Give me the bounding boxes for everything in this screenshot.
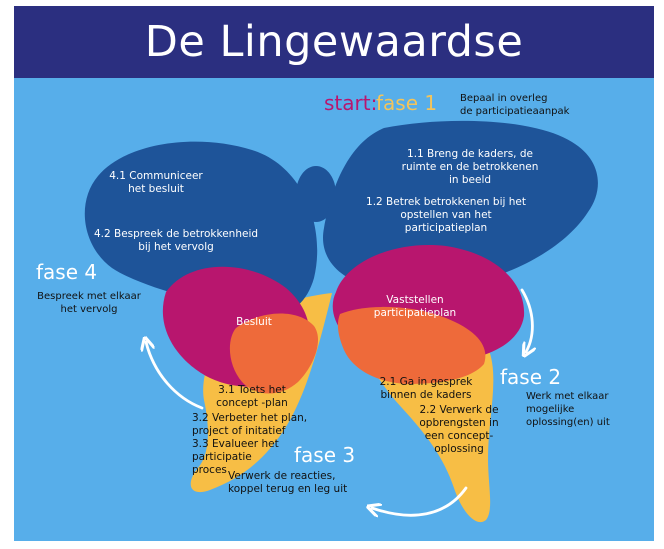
step-1-1: 1.1 Breng de kaders, de ruimte en de bet… (401, 148, 539, 186)
fase1-description: Bepaal in overleg de participatieaanpak (460, 93, 570, 117)
fase3-description: Verwerk de reacties, koppel terug en leg… (228, 470, 348, 495)
arrow-fase3-to-fase4 (146, 342, 204, 410)
step-1-2: 1.2 Betrek betrokkenen bij het opstellen… (366, 196, 526, 234)
fase1-label: fase 1 (376, 91, 438, 115)
step-3-3: 3.3 Evalueer het participatie proces (192, 438, 279, 476)
step-3-1: 3.1 Toets het concept -plan (216, 384, 288, 409)
arrow-fase1-to-fase2 (520, 288, 532, 352)
fase3-label: fase 3 (294, 443, 356, 467)
title-banner: De Lingewaardse participatieaanpak (14, 6, 654, 139)
upper-left-wing (84, 141, 318, 316)
step-3-2: 3.2 Verbeter het plan, project of initat… (192, 412, 308, 437)
fase4-description: Bespreek met elkaar het vervolg (37, 291, 141, 315)
besluit-label: Besluit (236, 316, 272, 328)
start-label: start: (324, 91, 378, 115)
arrow-fase2-to-fase3 (372, 486, 468, 515)
step-2-2: 2.2 Verwerk de opbrengsten in een concep… (419, 404, 499, 455)
fase4-label: fase 4 (36, 260, 98, 284)
butterfly-illustration (84, 120, 598, 523)
upper-right-wing (323, 120, 598, 289)
fase2-label: fase 2 (500, 365, 562, 389)
fase2-description: Werk met elkaar mogelijke oplossing(en) … (526, 391, 610, 428)
butterfly-body (296, 166, 336, 222)
step-4-2: 4.2 Bespreek de betrokkenheid bij het ve… (93, 228, 259, 253)
step-2-1: 2.1 Ga in gesprek binnen de kaders (379, 376, 473, 401)
step-4-1: 4.1 Communiceer het besluit (109, 170, 203, 195)
center-orange-right (337, 306, 486, 384)
page-title: De Lingewaardse participatieaanpak (128, 17, 540, 139)
vaststellen-participatieplan: Vaststellen participatieplan (373, 294, 457, 319)
butterfly-canvas: start: fase 1 Bepaal in overleg de parti… (14, 78, 654, 541)
center-orange-left (229, 313, 319, 394)
